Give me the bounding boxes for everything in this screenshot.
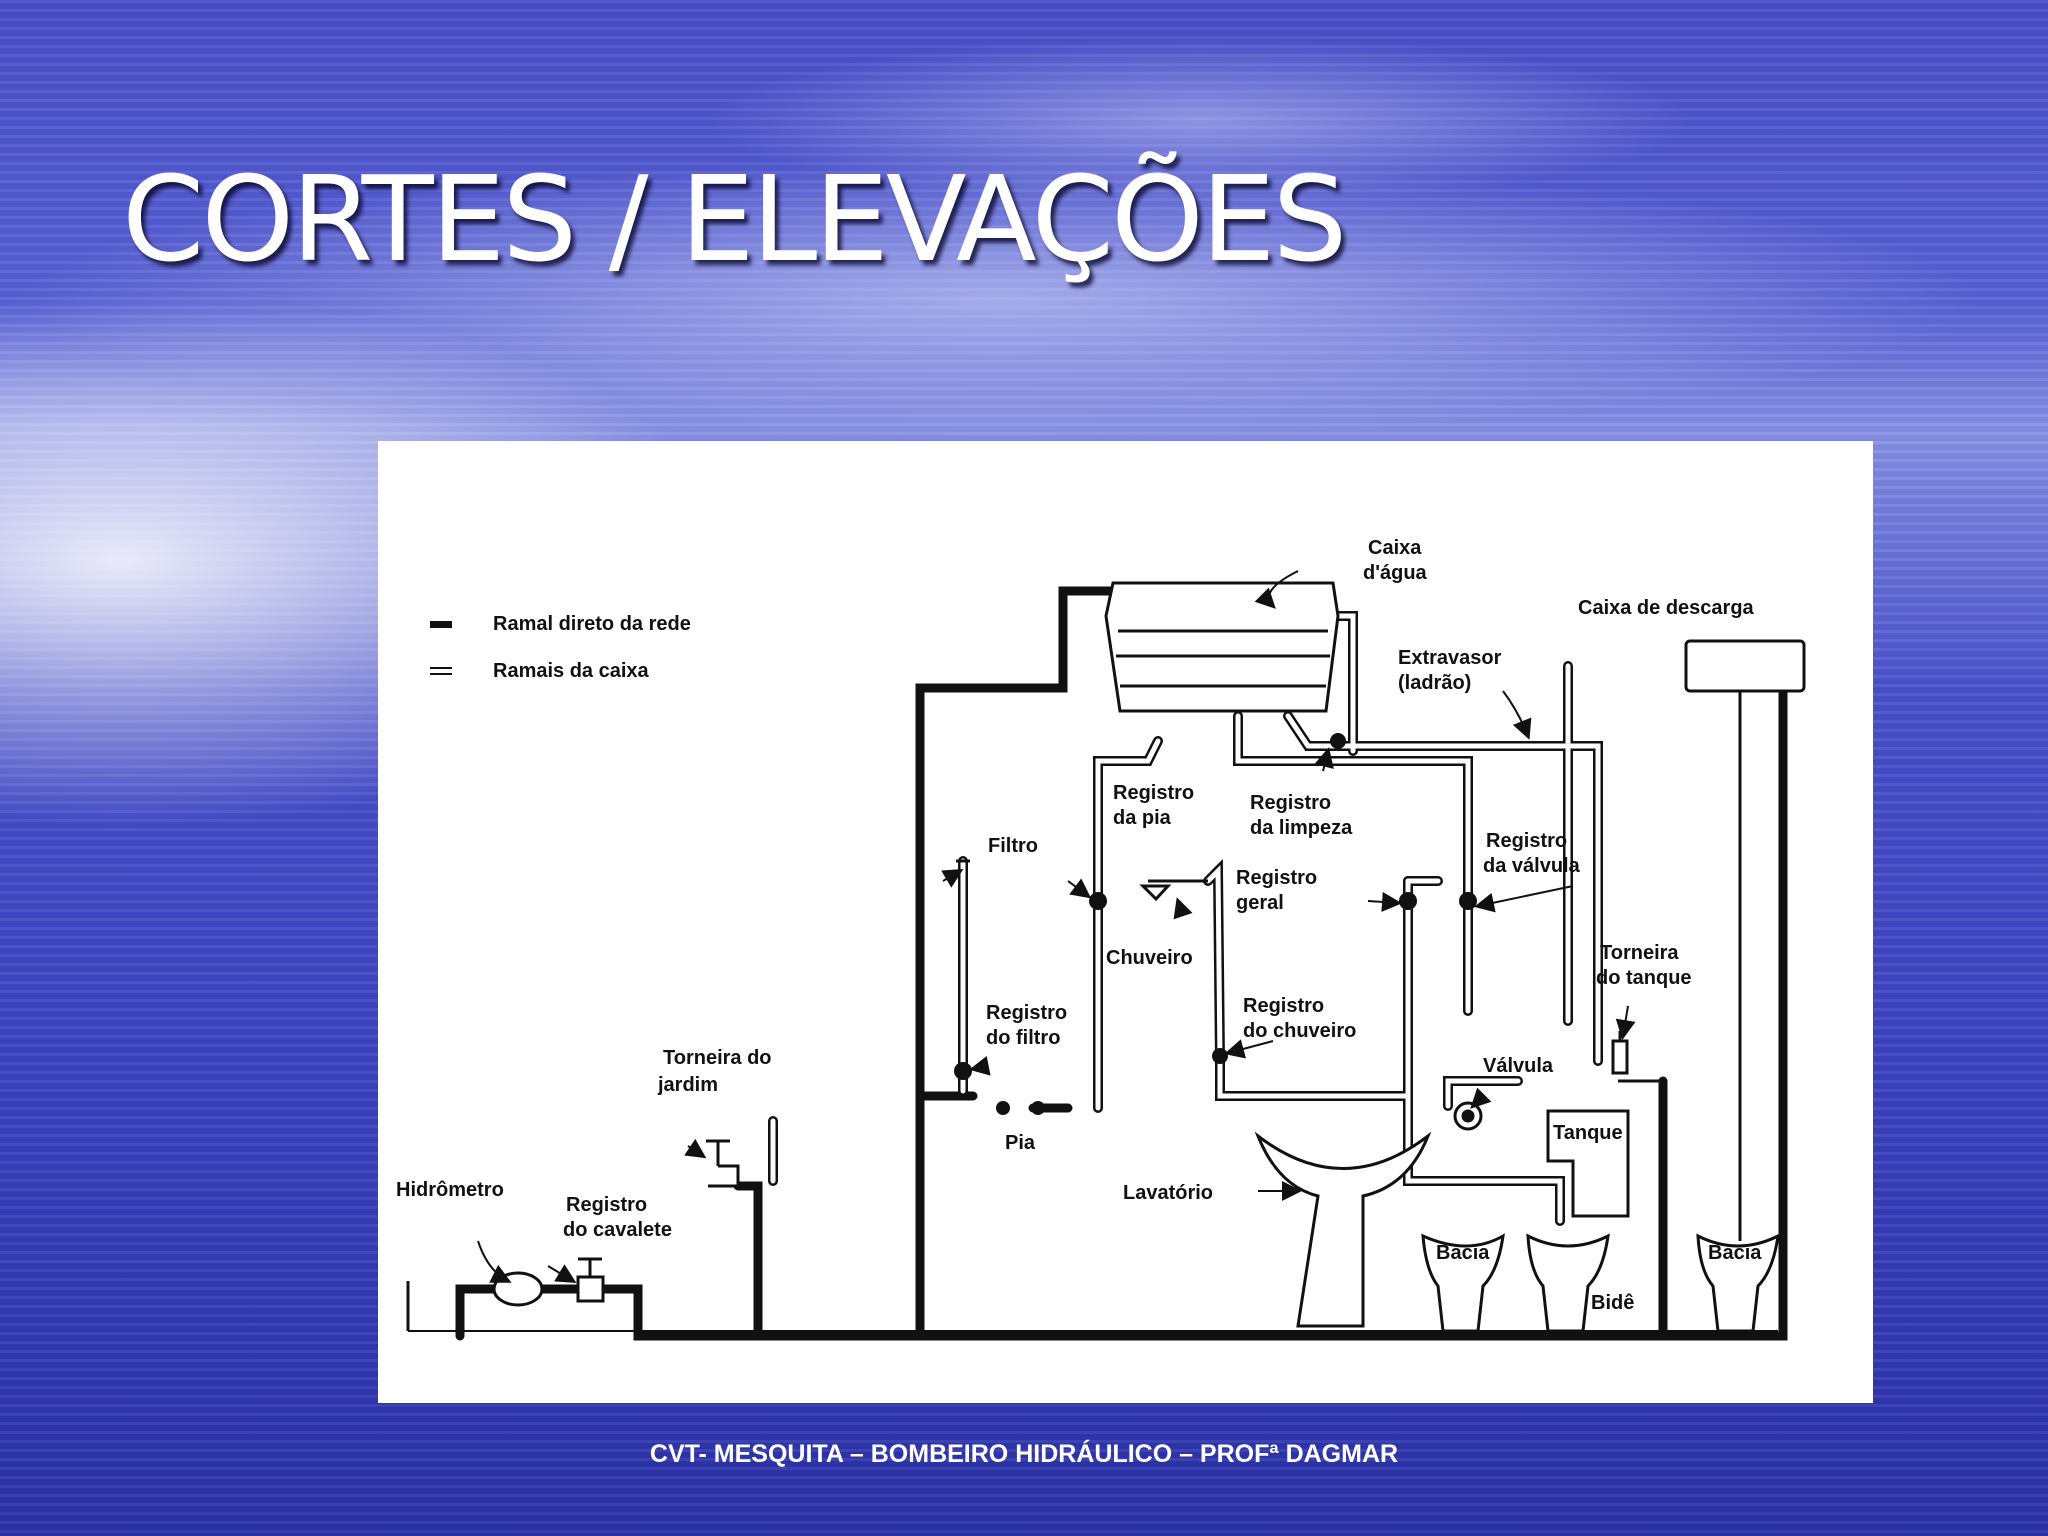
legend-direct-symbol: [430, 621, 452, 628]
label-pia: Pia: [1005, 1132, 1036, 1154]
water-tank: [1104, 581, 1340, 713]
label-filtro: Filtro: [988, 835, 1038, 857]
label-extravasor-1: Extravasor: [1398, 647, 1502, 669]
sink-outlets: [996, 1101, 1045, 1115]
label-registro-cavalete-2: do cavalete: [563, 1219, 672, 1241]
inline-valves: [954, 733, 1477, 1080]
label-bacia-2: Bacia: [1708, 1242, 1762, 1264]
plumbing-diagram: Ramal direto da rede Ramais da caixa Cai…: [378, 441, 1873, 1403]
label-registro-valvula-1: Registro: [1486, 830, 1568, 852]
label-registro-chuveiro-1: Registro: [1243, 995, 1325, 1017]
label-torneira-jardim-2: jardim: [658, 1074, 719, 1096]
toilet-1: [1421, 1233, 1505, 1333]
label-registro-pia-2: da pia: [1113, 807, 1171, 829]
flush-valve: [1453, 1101, 1483, 1131]
slide-footer: CVT- MESQUITA – BOMBEIRO HIDRÁULICO – PR…: [649, 1440, 1399, 1468]
label-arrows: [477, 570, 1636, 1284]
legend-box-label: Ramais da caixa: [493, 660, 649, 682]
flush-tank: [1684, 639, 1806, 1241]
label-caixa-dagua-1: Caixa: [1368, 537, 1422, 559]
label-registro-chuveiro-2: do chuveiro: [1243, 1020, 1357, 1042]
toilet-2: [1696, 1233, 1780, 1333]
label-lavatorio: Lavatório: [1123, 1182, 1214, 1204]
cavalete-valve: [576, 1257, 605, 1303]
tank-tap: [1611, 1031, 1663, 1083]
label-bide: Bidê: [1591, 1292, 1635, 1314]
label-torneira-tanque-1: Torneira: [1600, 942, 1679, 964]
label-registro-limpeza-1: Registro: [1250, 792, 1332, 814]
label-valvula: Válvula: [1483, 1055, 1554, 1077]
label-registro-limpeza-2: da limpeza: [1250, 817, 1353, 839]
label-registro-pia-1: Registro: [1113, 782, 1195, 804]
legend-box-symbol: [430, 667, 452, 675]
label-torneira-jardim-1: Torneira do: [663, 1047, 772, 1069]
slide-title: CORTES / ELEVAÇÕES: [122, 150, 1347, 288]
garden-tap: [706, 1139, 740, 1188]
laundry-tank: [1546, 1109, 1630, 1218]
label-registro-geral-2: geral: [1236, 892, 1284, 914]
washbasin: [1254, 1131, 1432, 1328]
bidet: [1526, 1233, 1610, 1333]
plumbing-drawing: [406, 570, 1806, 1341]
label-torneira-tanque-2: do tanque: [1596, 967, 1692, 989]
label-tanque: Tanque: [1553, 1122, 1623, 1144]
label-registro-filtro-1: Registro: [986, 1002, 1068, 1024]
label-registro-cavalete-1: Registro: [566, 1194, 648, 1216]
label-registro-geral-1: Registro: [1236, 867, 1318, 889]
label-registro-valvula-2: da válvula: [1483, 855, 1580, 877]
label-caixa-descarga: Caixa de descarga: [1578, 597, 1754, 619]
label-extravasor-2: (ladrão): [1398, 672, 1472, 694]
legend-direct-label: Ramal direto da rede: [493, 613, 691, 635]
label-bacia-1: Bacia: [1436, 1242, 1490, 1264]
label-registro-filtro-2: do filtro: [986, 1027, 1061, 1049]
label-chuveiro: Chuveiro: [1106, 947, 1193, 969]
shower-head: [1139, 879, 1208, 902]
label-caixa-dagua-2: d'água: [1363, 562, 1427, 584]
label-hidrometro: Hidrômetro: [396, 1179, 504, 1201]
